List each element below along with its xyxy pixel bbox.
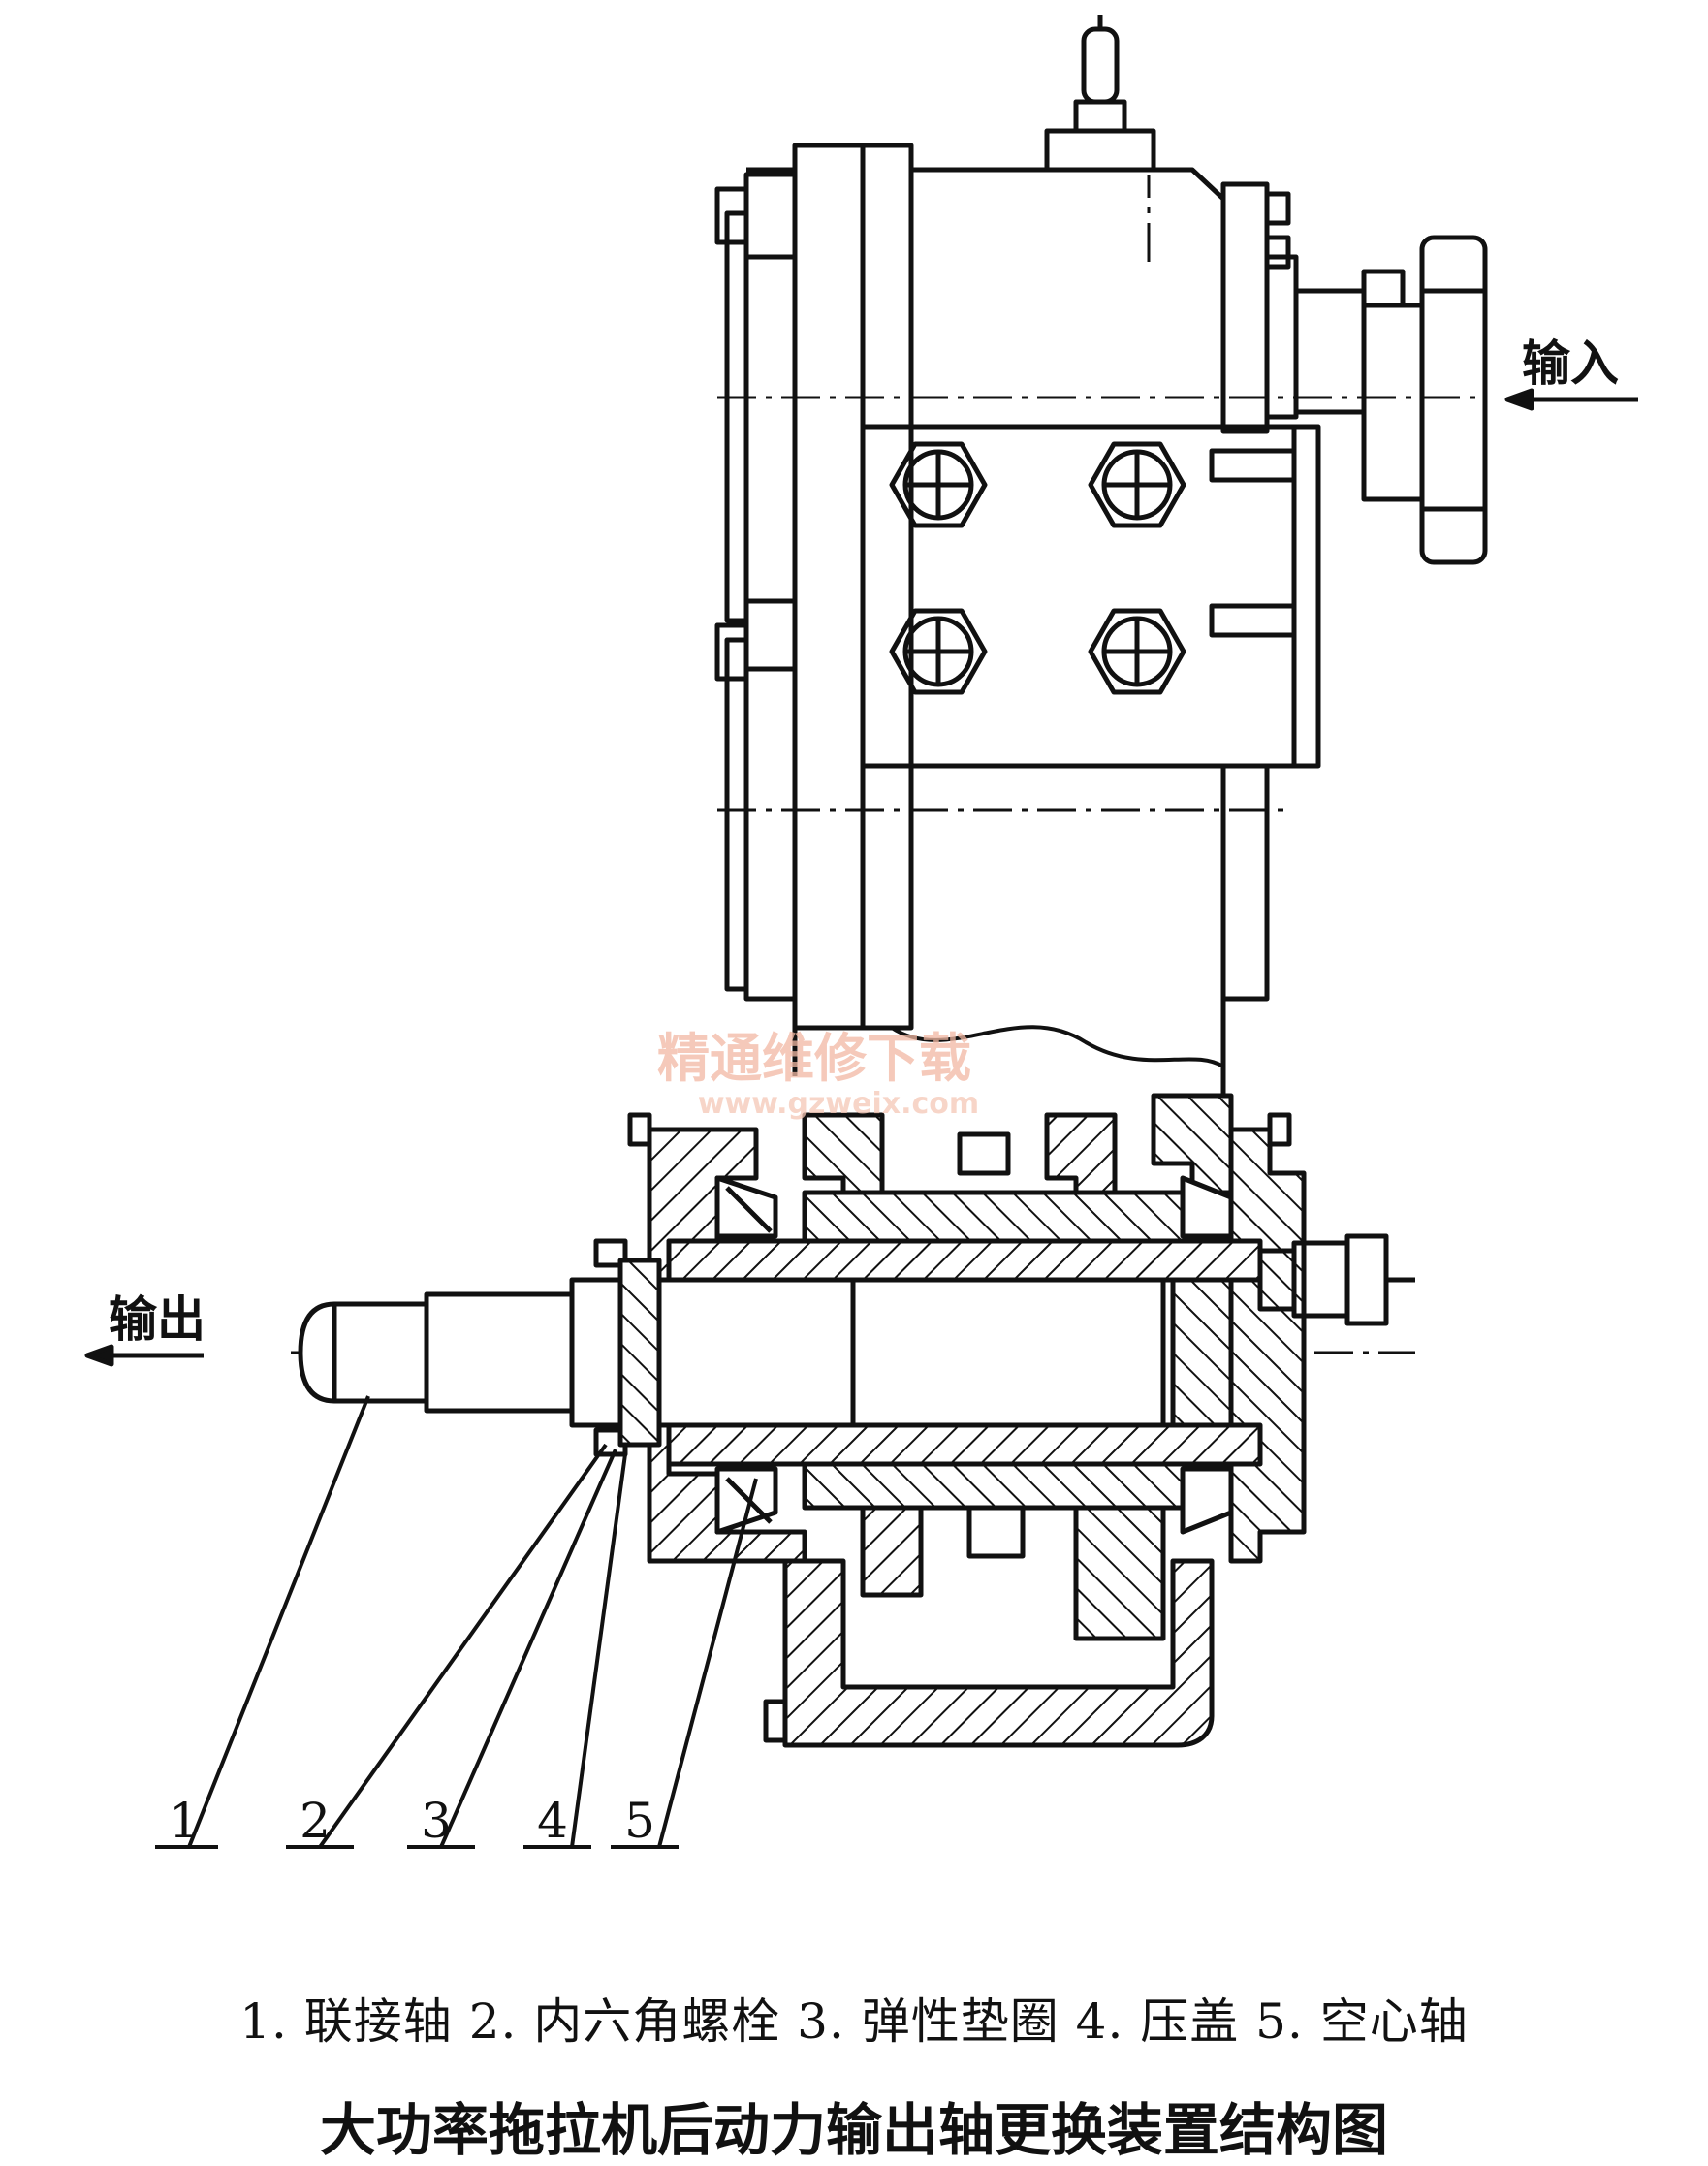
lower-housing-section: [593, 1093, 1415, 1748]
callout-leaders: [155, 1395, 758, 1849]
upper-gearbox-housing: [714, 15, 1488, 1115]
watermark-url: www.gzweix.com: [698, 1087, 979, 1121]
callout-4: 4: [537, 1793, 568, 1849]
flow-arrows: [84, 388, 1638, 1367]
cover-plugs: [889, 441, 1186, 695]
parts-legend: 1. 联接轴 2. 内六角螺栓 3. 弹性垫圈 4. 压盖 5. 空心轴: [239, 1993, 1469, 2050]
callout-2: 2: [300, 1793, 331, 1849]
input-label: 输入: [1522, 335, 1619, 392]
callout-1: 1: [169, 1793, 200, 1849]
callout-5: 5: [624, 1793, 655, 1849]
figure-caption: 大功率拖拉机后动力输出轴更换装置结构图: [319, 2097, 1388, 2163]
output-label: 输出: [109, 1291, 206, 1348]
output-connecting-shaft: [298, 1258, 1166, 1448]
watermark-cn: 精通维修下载: [657, 1028, 971, 1089]
callout-3: 3: [421, 1793, 452, 1849]
